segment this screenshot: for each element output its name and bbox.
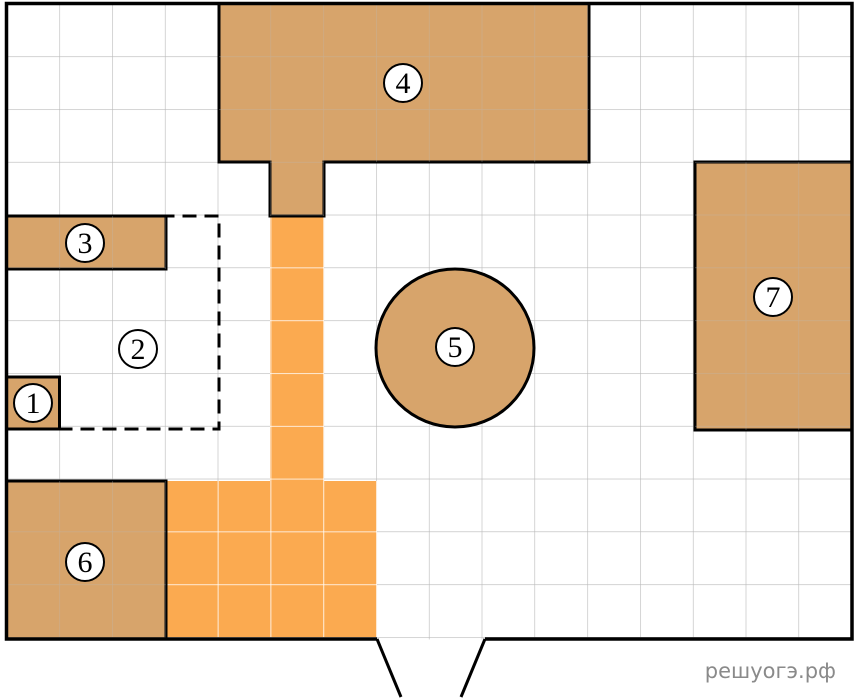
label-5: 5: [435, 327, 475, 367]
label-3: 3: [65, 223, 105, 263]
svg-text:5: 5: [448, 331, 463, 364]
footpath: [166, 216, 377, 639]
svg-text:7: 7: [766, 281, 781, 314]
entrance-gate: [375, 638, 487, 698]
svg-text:4: 4: [396, 67, 411, 100]
svg-text:1: 1: [26, 387, 41, 420]
label-4: 4: [383, 63, 423, 103]
outer-fence: [4, 1, 854, 641]
svg-text:3: 3: [78, 227, 93, 260]
watermark-text: решуогэ.рф: [705, 659, 836, 683]
object-2-dashed-area: [5, 214, 221, 431]
svg-text:6: 6: [78, 546, 93, 579]
label-1: 1: [13, 383, 53, 423]
svg-text:2: 2: [131, 333, 146, 366]
object-4-building: [217, 2, 591, 218]
label-2: 2: [118, 329, 158, 369]
label-7: 7: [753, 277, 793, 317]
label-6: 6: [65, 542, 105, 582]
